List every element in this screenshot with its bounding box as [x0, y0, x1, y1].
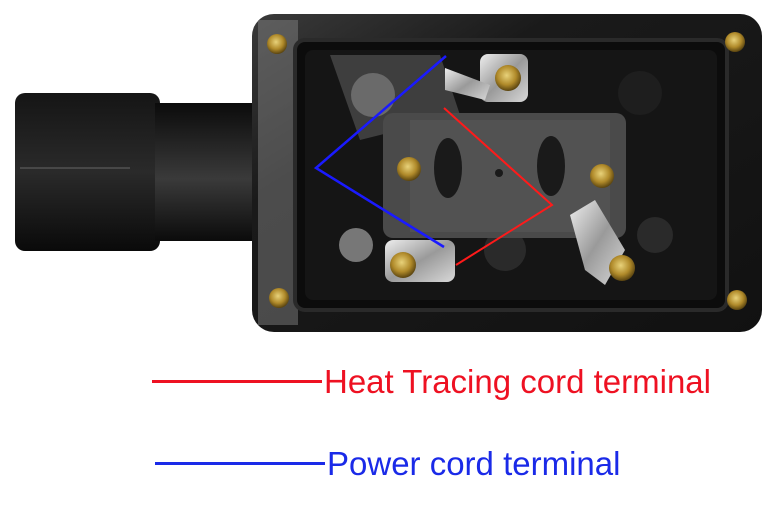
legend-red-line: [152, 380, 322, 383]
legend-blue-line: [155, 462, 325, 465]
heat-tracing-wire-annotation: [443, 107, 554, 266]
junction-box: [252, 14, 762, 332]
junction-box-photo: [15, 14, 762, 332]
legend-label-power: Power cord terminal: [327, 445, 621, 482]
legend-label-heat: Heat Tracing cord terminal: [324, 363, 711, 400]
connector-plug: [15, 93, 255, 251]
legend-heat-tracing: Heat Tracing cord terminal: [152, 365, 711, 398]
legend-power-cord: Power cord terminal: [155, 447, 620, 480]
power-cord-wire-annotation: [313, 55, 447, 249]
